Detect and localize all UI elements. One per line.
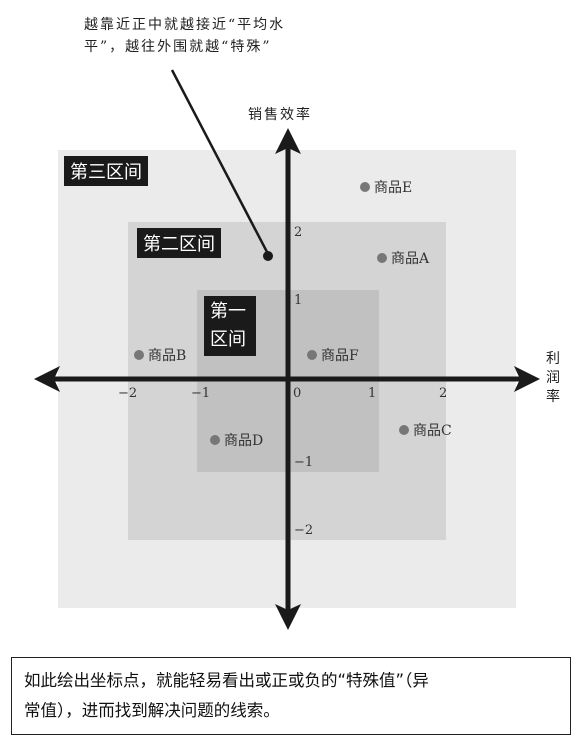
product-dot (210, 435, 220, 445)
x-axis-title-char-3: 率 (546, 389, 560, 405)
product-dot (360, 182, 370, 192)
x-axis-title-char-2: 润 (546, 370, 560, 386)
product-dot (377, 253, 387, 263)
y-tick-label: 2 (294, 225, 303, 240)
y-axis-arrow-top (275, 128, 301, 154)
x-tick-label: 2 (439, 386, 448, 401)
y-axis-title: 销售效率 (248, 107, 312, 123)
product-dot (134, 350, 144, 360)
x-tick-label: 1 (368, 386, 377, 401)
x-axis-title: 利 润 率 (545, 350, 561, 407)
annotation-text: 越靠近正中就越接近“平均水 平”，越往外围就越“特殊” (84, 14, 404, 58)
y-tick-label: −1 (294, 455, 314, 470)
x-axis-arrow-right (514, 366, 540, 392)
product-label: 商品D (224, 433, 264, 449)
zone-first-label-line-2: 区间 (210, 329, 246, 350)
caption-line-2: 常值），进而找到解决问题的线索。 (24, 701, 280, 720)
product-label: 商品B (148, 348, 187, 364)
zone-first-label: 第一 区间 (204, 296, 256, 356)
product-label: 商品F (321, 348, 359, 364)
y-axis-arrow-bottom (275, 604, 301, 630)
product-e: 商品E (360, 177, 412, 197)
zone-second-label: 第二区间 (137, 228, 221, 258)
product-b: 商品B (134, 345, 186, 365)
annotation-pointer-dot (263, 251, 273, 261)
x-axis-title-char-1: 利 (546, 351, 560, 367)
product-label: 商品C (413, 423, 452, 439)
caption-line-1: 如此绘出坐标点，就能轻易看出或正或负的“特殊值”（异 (24, 671, 429, 690)
product-label: 商品E (374, 180, 413, 196)
product-label: 商品A (391, 251, 430, 267)
x-tick-label: −2 (118, 386, 138, 401)
y-tick-label: 1 (294, 293, 303, 308)
product-c: 商品C (399, 420, 452, 440)
caption-box: 如此绘出坐标点，就能轻易看出或正或负的“特殊值”（异 常值），进而找到解决问题的… (11, 657, 571, 735)
product-d: 商品D (210, 430, 263, 450)
annotation-pointer-line (170, 69, 269, 253)
x-axis-arrow-left (34, 366, 60, 392)
y-tick-label: −2 (294, 523, 314, 538)
x-tick-label: −1 (191, 386, 211, 401)
product-f: 商品F (307, 345, 359, 365)
product-dot (399, 425, 409, 435)
annotation-line-1: 越靠近正中就越接近“平均水 (84, 17, 286, 33)
zone-third-label: 第三区间 (64, 156, 148, 186)
annotation-line-2: 平”，越往外围就越“特殊” (84, 39, 272, 55)
product-dot (307, 350, 317, 360)
product-a: 商品A (377, 248, 429, 268)
zone-first-label-line-1: 第一 (210, 301, 246, 322)
x-tick-label: 0 (293, 386, 302, 401)
